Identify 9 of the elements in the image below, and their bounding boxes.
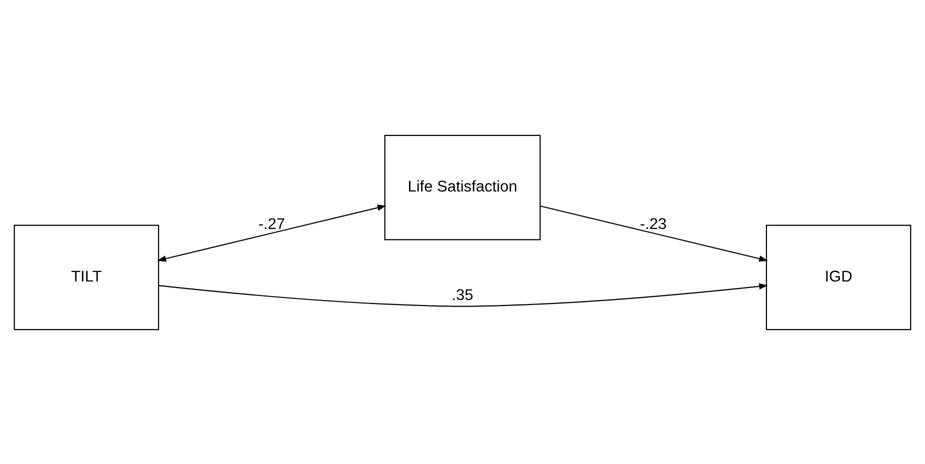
arrow	[540, 204, 768, 262]
edge-label: .35	[452, 286, 474, 304]
arrow	[158, 282, 768, 306]
edge-label: -.27	[258, 215, 286, 232]
edge-label: -.23	[640, 215, 667, 232]
node-box: TILT	[14, 224, 160, 330]
arrow	[157, 204, 386, 262]
node-box: Life Satisfaction	[384, 134, 541, 240]
node-box: IGD	[766, 224, 912, 330]
